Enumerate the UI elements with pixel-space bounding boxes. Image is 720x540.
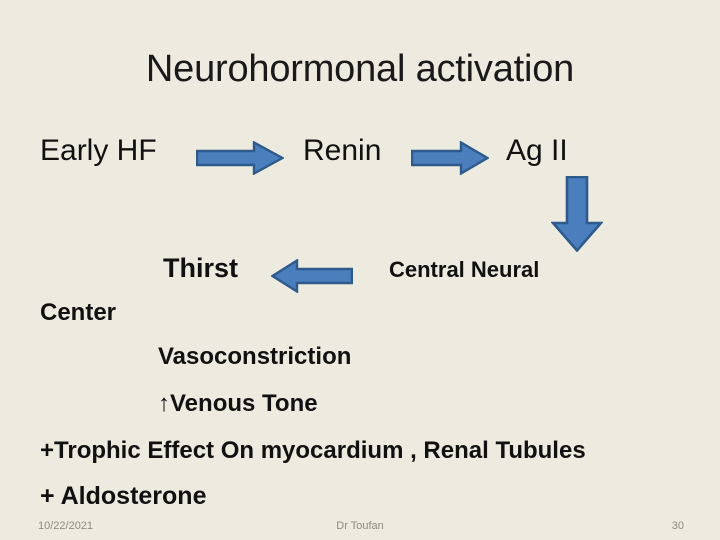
- footer-date: 10/22/2021: [38, 520, 94, 532]
- flow-node-thirst: Thirst: [163, 253, 239, 283]
- flow-node-center: Center: [40, 299, 117, 326]
- effect-vasoconstriction: Vasoconstriction: [158, 343, 352, 370]
- flow-node-early-hf: Early HF: [40, 134, 157, 167]
- effect-trophic: +Trophic Effect On myocardium , Renal Tu…: [40, 437, 586, 464]
- arrow-right-icon: [196, 141, 284, 175]
- arrow-down-icon: [551, 176, 603, 252]
- flow-node-ag-ii: Ag II: [506, 134, 568, 167]
- effect-aldosterone: + Aldosterone: [40, 482, 207, 510]
- page-title: Neurohormonal activation: [145, 48, 575, 90]
- flow-node-central-neural: Central Neural: [389, 257, 540, 282]
- flow-node-renin: Renin: [303, 134, 382, 167]
- footer-page-number: 30: [671, 520, 684, 532]
- arrow-right-icon: [411, 141, 489, 175]
- effect-venous-tone: ↑Venous Tone: [158, 390, 318, 417]
- arrow-left-icon: [271, 259, 353, 293]
- footer-author: Dr Toufan: [336, 520, 384, 532]
